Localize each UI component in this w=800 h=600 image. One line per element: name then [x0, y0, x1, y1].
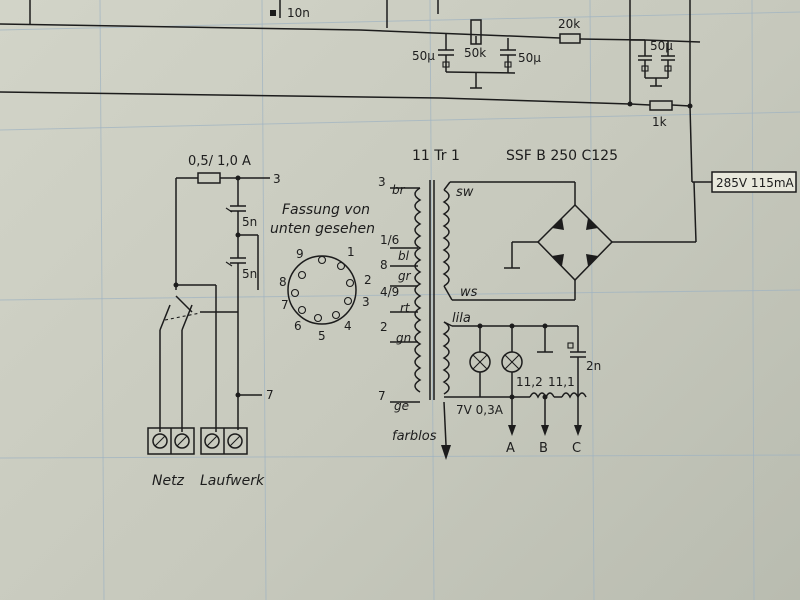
primary-wire-rt: rt — [400, 301, 411, 315]
primary-pin-7: 7 — [378, 389, 386, 403]
fuse-symbol — [197, 172, 221, 184]
tube-socket — [287, 255, 357, 325]
output-b-label: B — [539, 441, 548, 456]
socket-pin-8: 8 — [279, 275, 287, 289]
cap-10n-label: 10n — [287, 6, 310, 20]
laufwerk-label: Laufwerk — [200, 473, 265, 489]
terminal-7-label: 7 — [266, 388, 274, 402]
farblos-label: farblos — [392, 429, 437, 444]
secondary-sw-label: sw — [456, 185, 474, 200]
top-circuit — [0, 0, 712, 183]
socket-pin-7: 7 — [281, 298, 289, 312]
socket-pin-4: 4 — [344, 319, 352, 333]
heater-circuit — [443, 321, 587, 436]
socket-pin-1: 1 — [347, 245, 355, 259]
res-50k-label: 50k — [464, 46, 486, 60]
socket-pin-3: 3 — [362, 295, 370, 309]
socket-pin-5: 5 — [318, 329, 326, 343]
terminal-block-netz — [147, 427, 195, 455]
primary-pin-2: 2 — [380, 320, 388, 334]
primary-wire-br: br — [392, 183, 406, 197]
primary-wire-ge: ge — [394, 399, 409, 413]
coil-a-label: 11,2 — [516, 375, 543, 389]
mains-circuit — [159, 172, 270, 432]
res-20k-label: 20k — [558, 17, 580, 31]
coil-b-label: 11,1 — [548, 375, 575, 389]
socket-title-2: unten gesehen — [270, 221, 375, 237]
hv-output-label: 285V 115mA — [716, 176, 795, 190]
primary-pin-3: 3 — [378, 175, 386, 189]
primary-pin-1-6: 1/6 — [380, 233, 399, 247]
primary-wire-bl: bl — [398, 249, 410, 263]
primary-pin-4-9: 4/9 — [380, 285, 399, 299]
socket-pin-9: 9 — [296, 247, 304, 261]
fuse-label: 0,5/ 1,0 A — [188, 154, 251, 169]
socket-title-1: Fassung von — [282, 202, 370, 218]
cap-5n-a-label: 5n — [242, 215, 257, 229]
rectifier-type: SSF B 250 C125 — [506, 148, 618, 164]
transformer — [390, 180, 451, 460]
primary-pin-8: 8 — [380, 258, 388, 272]
res-1k-label: 1k — [652, 115, 667, 129]
secondary-ws-label: ws — [460, 285, 478, 300]
bridge-rectifier — [443, 181, 697, 301]
netz-label: Netz — [152, 473, 185, 489]
cap-2n-label: 2n — [586, 359, 601, 373]
transformer-name: 11 Tr 1 — [412, 148, 460, 164]
primary-wire-gr: gr — [398, 269, 412, 283]
cap-50u-mid-label: 50µ — [518, 51, 541, 65]
cap-50u-right-label: 50µ — [650, 39, 673, 53]
secondary-lila-label: lila — [452, 311, 471, 326]
terminal-block-laufwerk — [200, 427, 248, 455]
terminal-3-label: 3 — [273, 172, 281, 186]
lamp-rating-label: 7V 0,3A — [456, 403, 504, 417]
output-a-label: A — [506, 441, 515, 456]
socket-pin-2: 2 — [364, 273, 372, 287]
cap-50u-left-label: 50µ — [412, 49, 435, 63]
socket-pin-6: 6 — [294, 319, 302, 333]
output-c-label: C — [572, 441, 581, 456]
primary-wire-gn: gn — [396, 331, 411, 345]
cap-5n-b-label: 5n — [242, 267, 257, 281]
hv-output-box — [711, 171, 797, 193]
